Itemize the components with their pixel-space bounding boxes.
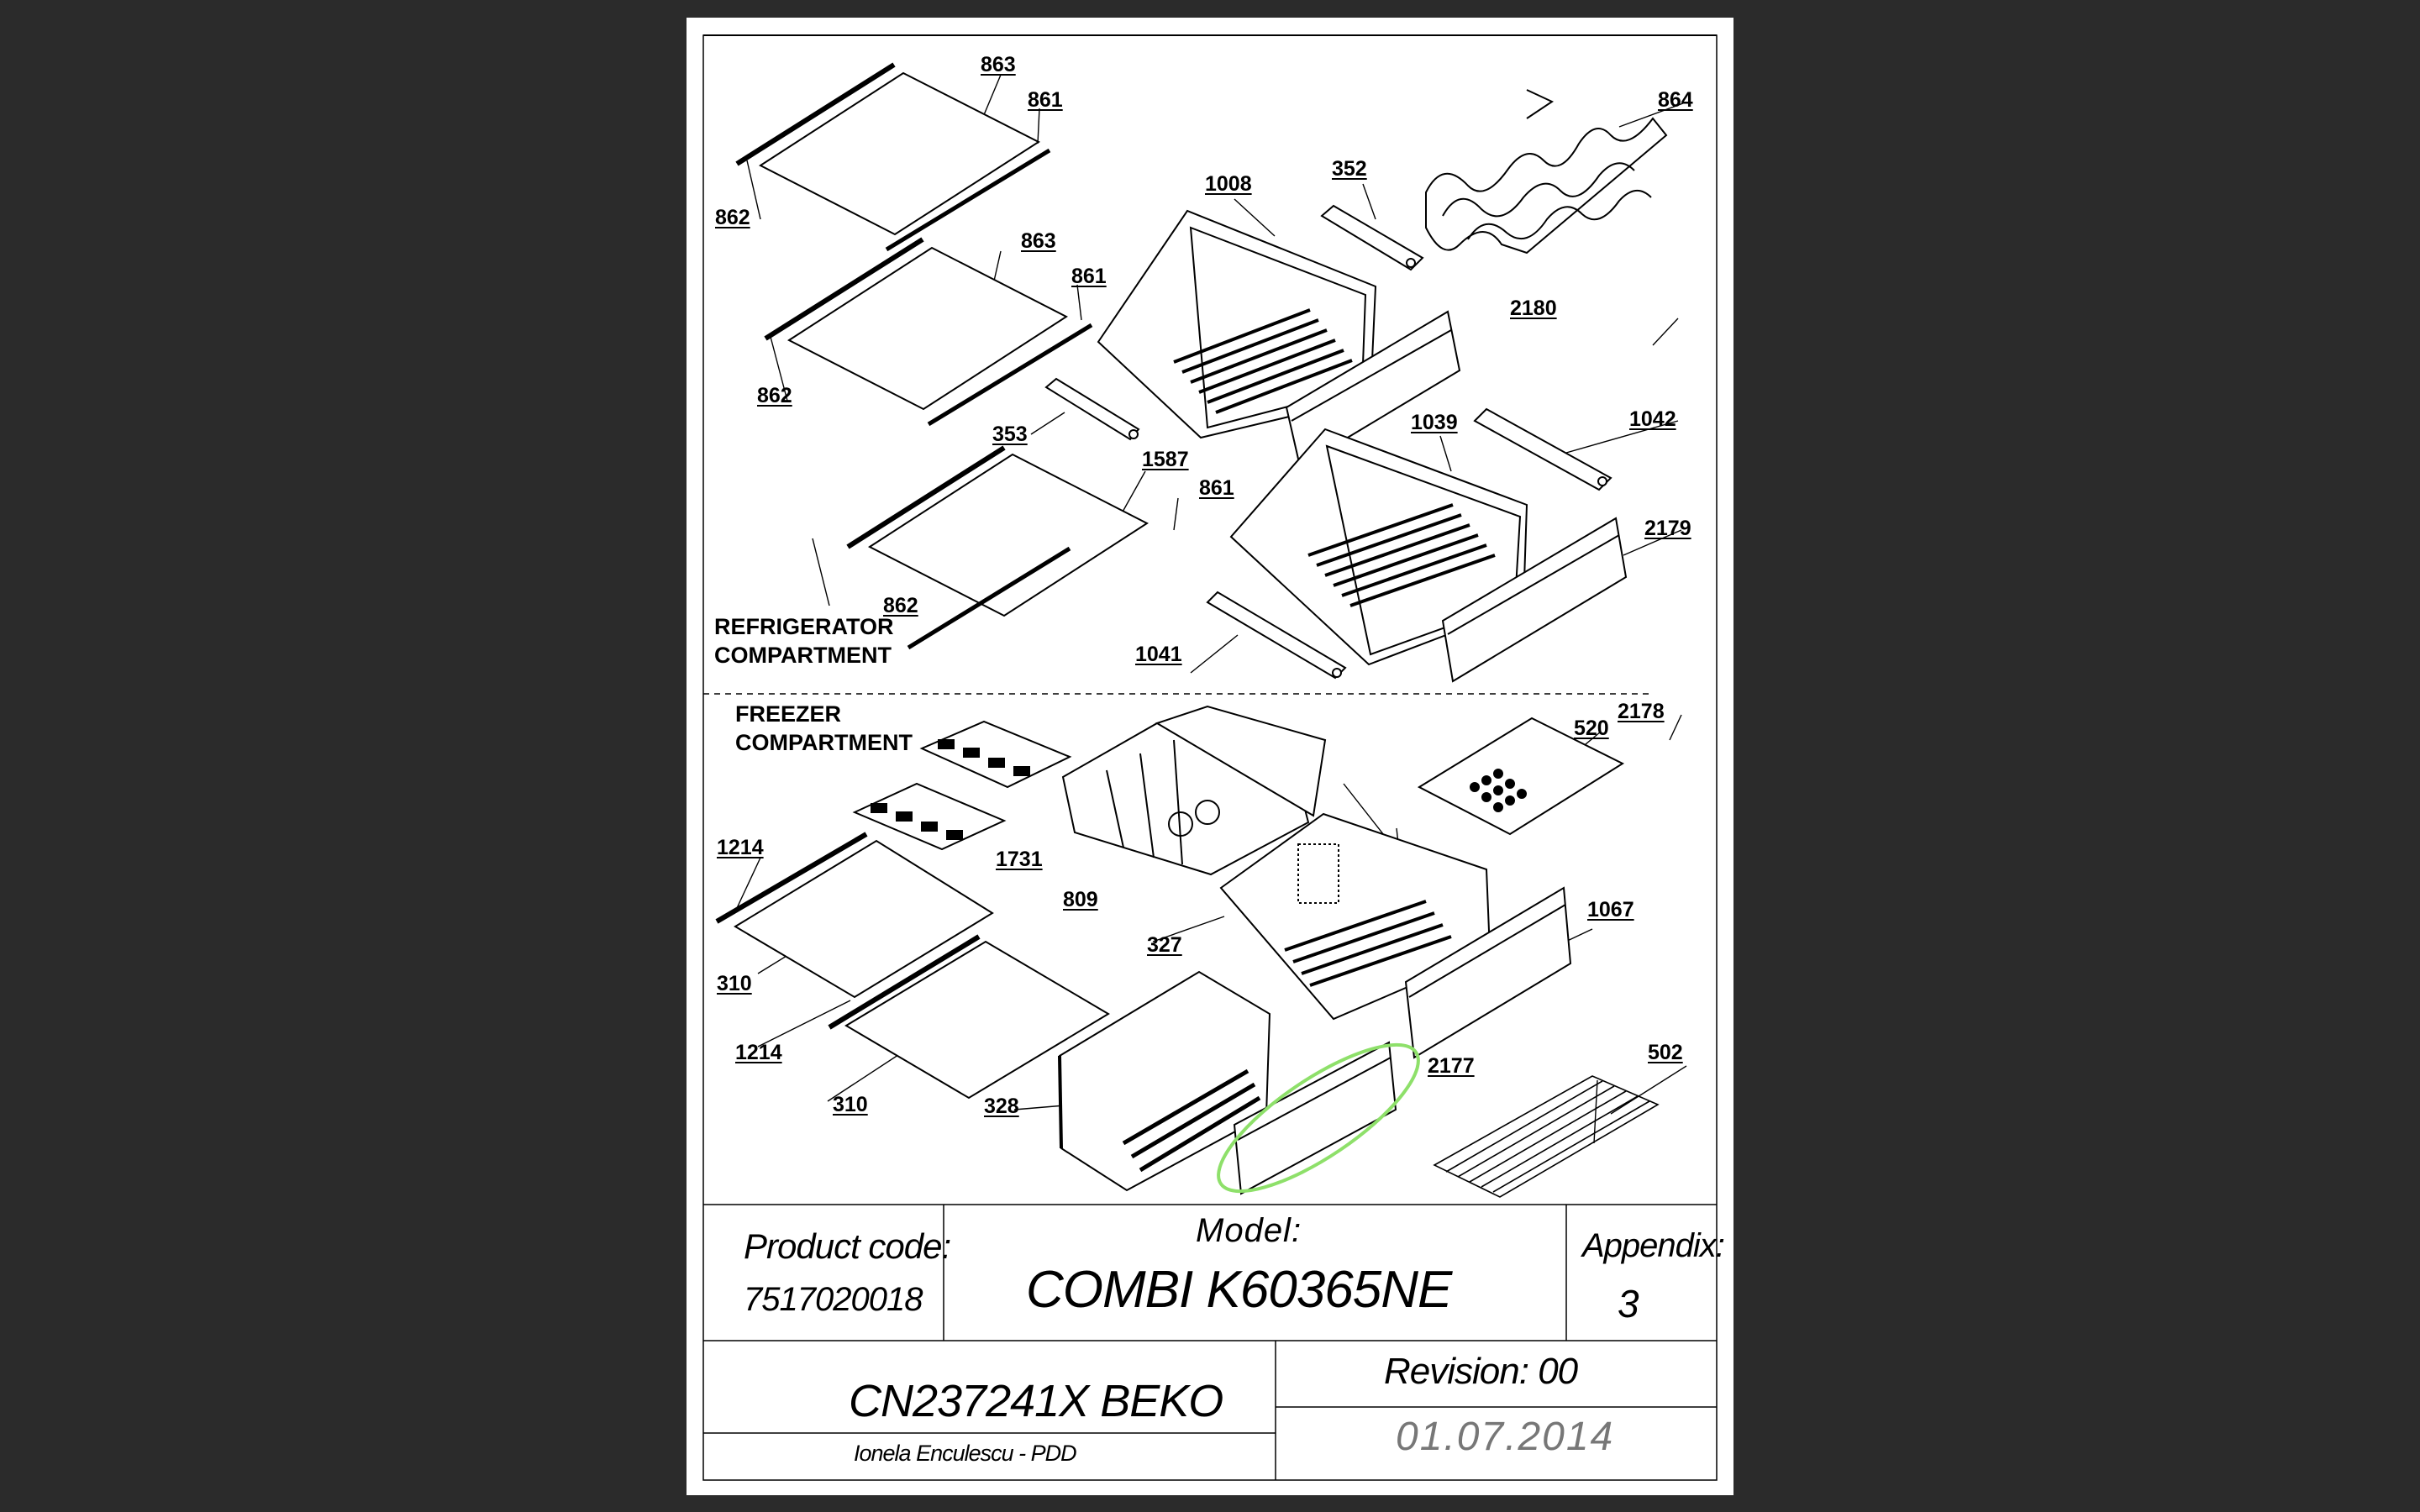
part-label: 1587: [1142, 448, 1189, 471]
appendix-value: 3: [1618, 1282, 1639, 1326]
part-label: 2177: [1428, 1054, 1475, 1078]
part-label: 352: [1332, 157, 1367, 181]
part-label: 863: [981, 53, 1016, 76]
freezer-front-2177: [1233, 1041, 1397, 1195]
part-label: 502: [1648, 1041, 1683, 1064]
wine-rack: [1425, 89, 1668, 255]
glass-shelf-1: [735, 62, 1051, 252]
highlight-ellipse: [1217, 1042, 1420, 1194]
part-label: 2178: [1618, 700, 1665, 723]
freezer-glass-shelf-1: [715, 832, 994, 999]
freezer-drawer-327: [1219, 812, 1491, 1021]
exploded-parts-diagram: [702, 34, 1718, 1481]
part-label: 862: [757, 384, 792, 407]
part-label: 310: [717, 972, 752, 995]
product-code-label: Product code:: [744, 1226, 951, 1266]
part-label: 1214: [735, 1041, 782, 1064]
part-label: 353: [992, 423, 1028, 446]
part-label: 861: [1028, 88, 1063, 112]
revision-date: 01.07.2014: [1396, 1415, 1615, 1459]
part-label: 1008: [1205, 172, 1252, 196]
part-label: 327: [1147, 933, 1182, 957]
crisper-front-lower: [1441, 517, 1628, 683]
part-label: 520: [1574, 717, 1609, 740]
ice-maker-box: [1061, 705, 1327, 876]
crisper-front-upper: [1285, 310, 1461, 468]
part-label: 2179: [1644, 517, 1691, 540]
part-label: 862: [883, 594, 918, 617]
part-label: 1041: [1135, 643, 1182, 666]
ice-cube-tray-2178: [1417, 717, 1625, 836]
freezer-basket-328: [1058, 970, 1271, 1192]
title-block-grid: [703, 1204, 1717, 1480]
drawing-id: CN237241X BEKO: [849, 1376, 1223, 1426]
appendix-label: Appendix:: [1582, 1227, 1725, 1264]
part-label: 328: [984, 1095, 1019, 1118]
part-label: 310: [833, 1093, 868, 1116]
part-label: 861: [1071, 265, 1107, 288]
part-label: 864: [1658, 88, 1693, 112]
author: Ionela Enculescu - PDD: [854, 1441, 1077, 1466]
part-label: 1067: [1587, 898, 1634, 921]
part-label: 1731: [996, 848, 1043, 871]
model-label: Model:: [1196, 1212, 1302, 1249]
model-value: COMBI K60365NE: [1026, 1261, 1452, 1319]
part-label: 863: [1021, 229, 1056, 253]
revision: Revision: 00: [1384, 1351, 1578, 1392]
product-code-value: 7517020018: [744, 1281, 923, 1318]
part-label: 861: [1199, 476, 1234, 500]
part-label: 809: [1063, 888, 1098, 911]
glass-shelf-2: [764, 237, 1093, 427]
freezer-front-1067: [1404, 886, 1572, 1059]
glass-shelf-3: [846, 445, 1149, 650]
part-label: 1214: [717, 836, 764, 859]
part-label: 862: [715, 206, 750, 229]
rail-353: [1044, 377, 1140, 441]
freezer-glass-shelf-2: [828, 934, 1110, 1100]
ice-trays: [852, 720, 1072, 851]
part-label: 2180: [1510, 297, 1557, 320]
part-label: 1042: [1629, 407, 1676, 431]
rail-1042: [1473, 407, 1612, 491]
rail-352: [1320, 204, 1424, 271]
crisper-drawer-upper: [1097, 209, 1377, 439]
wire-shelf-502: [1433, 1075, 1660, 1198]
crisper-drawer-lower: [1229, 428, 1528, 666]
part-label: 1039: [1411, 411, 1458, 434]
rail-1041: [1206, 591, 1347, 680]
